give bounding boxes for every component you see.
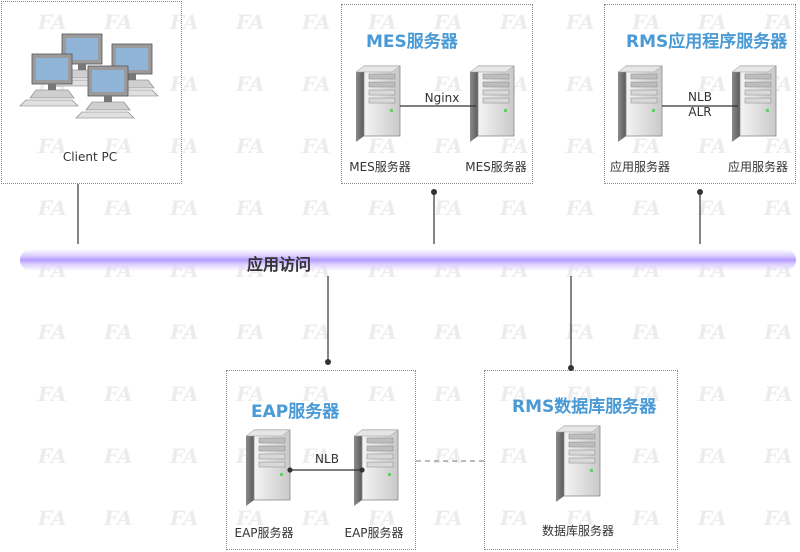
- mes-server-label: MES服务器: [349, 160, 411, 174]
- eap-server-label: EAP服务器: [344, 526, 404, 540]
- eap-title: EAP服务器: [251, 402, 340, 422]
- nlb-label: NLB: [688, 90, 712, 104]
- eap-nlb-label: NLB: [315, 452, 339, 466]
- eap-server-box: [226, 370, 416, 550]
- alr-label: ALR: [688, 105, 712, 119]
- app-server-icon: [617, 65, 663, 143]
- db-server-label: 数据库服务器: [541, 524, 614, 538]
- application-access-bus: [20, 249, 796, 271]
- rms-db-title: RMS数据库服务器: [512, 397, 657, 417]
- mes-server-label: MES服务器: [465, 160, 527, 174]
- mes-server-icon: [355, 65, 401, 143]
- bus-label: 应用访问: [247, 255, 312, 274]
- eap-server-icon: [245, 429, 291, 507]
- nginx-label: Nginx: [424, 91, 460, 105]
- app-server-label: 应用服务器: [609, 160, 670, 174]
- client-pc-label: Client PC: [62, 150, 118, 164]
- rms-app-title: RMS应用程序服务器: [626, 32, 788, 52]
- mes-server-icon: [469, 65, 515, 143]
- rms-db-server-box: [484, 370, 678, 550]
- eap-server-label: EAP服务器: [234, 526, 294, 540]
- mes-title: MES服务器: [366, 32, 458, 52]
- client-pc-icon: [19, 53, 79, 107]
- app-server-icon: [731, 65, 777, 143]
- rms-app-server-box: [604, 4, 796, 184]
- db-server-icon: [555, 425, 601, 503]
- app-server-label: 应用服务器: [727, 160, 788, 174]
- mes-server-box: [341, 4, 533, 184]
- client-pc-box: [1, 1, 182, 184]
